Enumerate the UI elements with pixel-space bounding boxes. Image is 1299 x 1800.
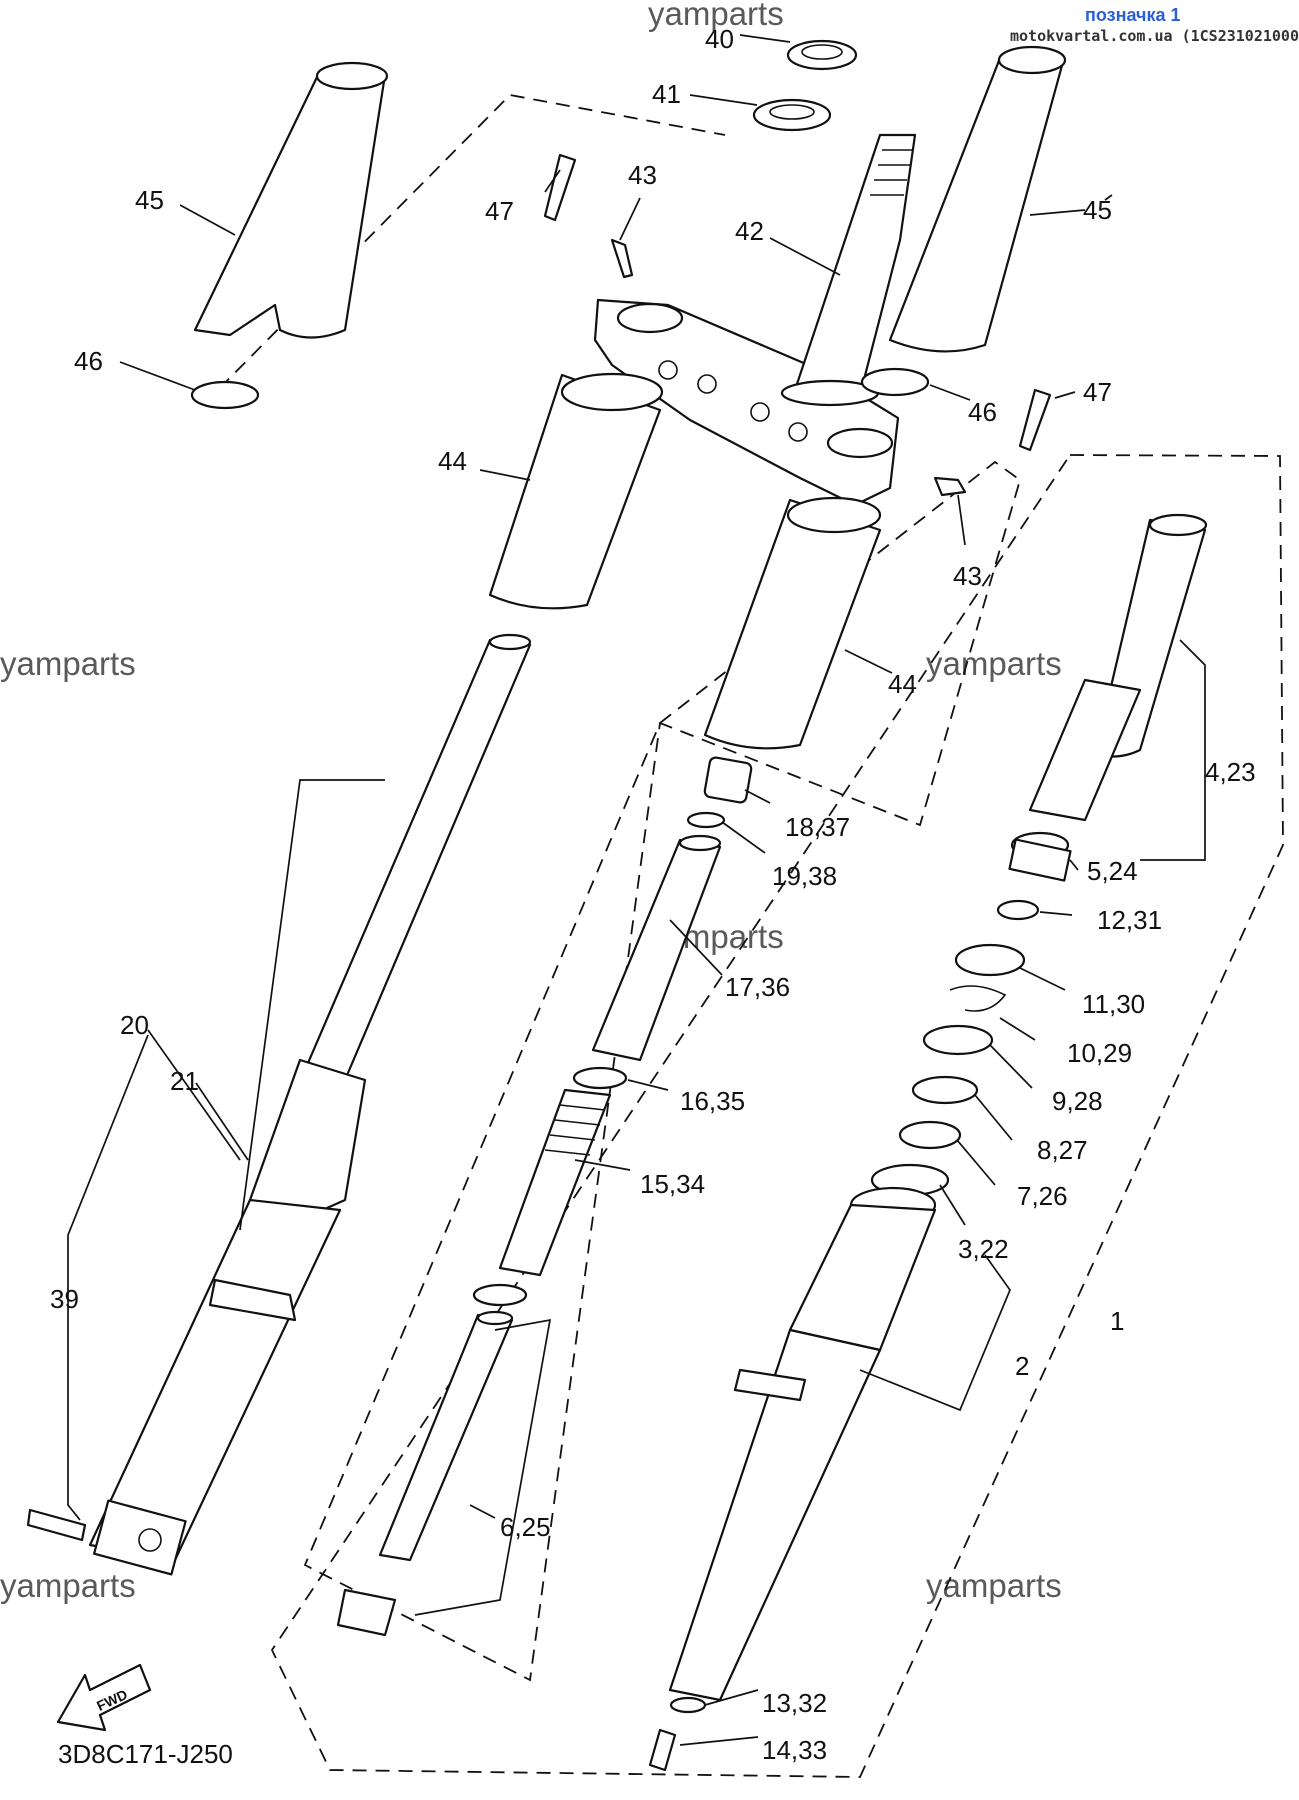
callout-18-37: 18,37 — [785, 812, 850, 842]
callout-5-24: 5,24 — [1087, 856, 1138, 886]
callout-39: 39 — [50, 1284, 79, 1314]
oil-seal-9 — [922, 1024, 994, 1056]
bearing-race — [752, 98, 832, 132]
callout-2: 2 — [1015, 1351, 1029, 1381]
circlip — [472, 1283, 528, 1307]
fork-cover-right — [888, 45, 1067, 353]
fork-tube-cover-right — [703, 496, 882, 750]
callout-40: 40 — [705, 24, 734, 54]
callout-46-left: 46 — [74, 346, 103, 376]
callout-44-right: 44 — [888, 669, 917, 699]
bolt-39 — [26, 1508, 87, 1542]
rebound-spring — [336, 1588, 397, 1637]
inner-tube-4 — [1028, 513, 1208, 822]
diagram-code: 3D8C171-J250 — [58, 1739, 233, 1769]
leader-lines — [67, 34, 1206, 1746]
watermark: yamparts — [0, 1567, 136, 1604]
callout-19-38: 19,38 — [772, 861, 837, 891]
callout-4-23: 4,23 — [1205, 757, 1256, 787]
callout-9-28: 9,28 — [1052, 1086, 1103, 1116]
dust-seal-11 — [954, 943, 1026, 977]
callout-7-26: 7,26 — [1017, 1181, 1068, 1211]
group-outline-inner — [303, 460, 1022, 1682]
bolt-14 — [648, 1728, 677, 1772]
bookmark-label: позначка 1 — [1085, 5, 1181, 25]
cover-washer-left — [190, 380, 260, 410]
watermark: yamparts — [926, 1567, 1062, 1604]
group-outline-outer-fork — [270, 454, 1284, 1778]
bolt-43-top — [610, 238, 634, 279]
spacer-17 — [591, 834, 722, 1062]
callout-41: 41 — [652, 79, 681, 109]
fork-cover-left — [193, 61, 389, 339]
washer-16 — [572, 1066, 628, 1090]
callout-20: 20 — [120, 1010, 149, 1040]
spring-15 — [498, 1088, 612, 1277]
callout-1: 1 — [1110, 1306, 1124, 1336]
callout-6-25: 6,25 — [500, 1512, 551, 1542]
source-label: motokvartal.com.ua (1CS231021000) — [1010, 27, 1299, 45]
callouts: 40 41 42 43 43 44 44 45 45 46 46 47 47 4… — [50, 24, 1256, 1765]
callout-42: 42 — [735, 216, 764, 246]
clip-10 — [949, 985, 1007, 1012]
callout-44-left: 44 — [438, 446, 467, 476]
bolt-18 — [703, 756, 753, 804]
callout-12-31: 12,31 — [1097, 905, 1162, 935]
watermark: yamparts — [0, 645, 136, 682]
damper-rod-6 — [378, 1310, 514, 1562]
watermark: yamparts — [648, 0, 784, 32]
bolt-47-left — [543, 153, 577, 222]
washer-13 — [669, 1696, 707, 1714]
callout-13-32: 13,32 — [762, 1688, 827, 1718]
callout-15-34: 15,34 — [640, 1169, 705, 1199]
washer-8 — [911, 1075, 979, 1105]
callout-45-right: 45 — [1083, 195, 1112, 225]
fork-assembly-left — [88, 633, 532, 1576]
callout-3-22: 3,22 — [958, 1234, 1009, 1264]
oring-19 — [686, 811, 726, 829]
slide-bush-12 — [996, 899, 1040, 921]
watermark: yamparts — [926, 645, 1062, 682]
callout-8-27: 8,27 — [1037, 1135, 1088, 1165]
bearing — [786, 39, 858, 71]
callout-10-29: 10,29 — [1067, 1038, 1132, 1068]
callout-46-right: 46 — [968, 397, 997, 427]
callout-11-30: 11,30 — [1082, 989, 1145, 1019]
callout-21: 21 — [170, 1066, 199, 1096]
cover-washer-right — [860, 367, 930, 397]
callout-45-left: 45 — [135, 185, 164, 215]
callout-16-35: 16,35 — [680, 1086, 745, 1116]
steering-stem — [780, 133, 917, 407]
callout-47-right: 47 — [1083, 377, 1112, 407]
fwd-arrow-icon: FWD — [56, 1663, 152, 1732]
bolt-47-right — [1018, 388, 1052, 452]
callout-47-left: 47 — [485, 196, 514, 226]
outer-tube-2 — [668, 1186, 937, 1702]
callout-43-bottom: 43 — [953, 561, 982, 591]
callout-43-top: 43 — [628, 160, 657, 190]
slide-bush-5 — [1008, 831, 1072, 882]
callout-17-36: 17,36 — [725, 972, 790, 1002]
bush-7 — [898, 1120, 962, 1150]
bolt-43-bottom — [933, 476, 967, 497]
fork-tube-cover-left — [488, 372, 664, 610]
callout-14-33: 14,33 — [762, 1735, 827, 1765]
